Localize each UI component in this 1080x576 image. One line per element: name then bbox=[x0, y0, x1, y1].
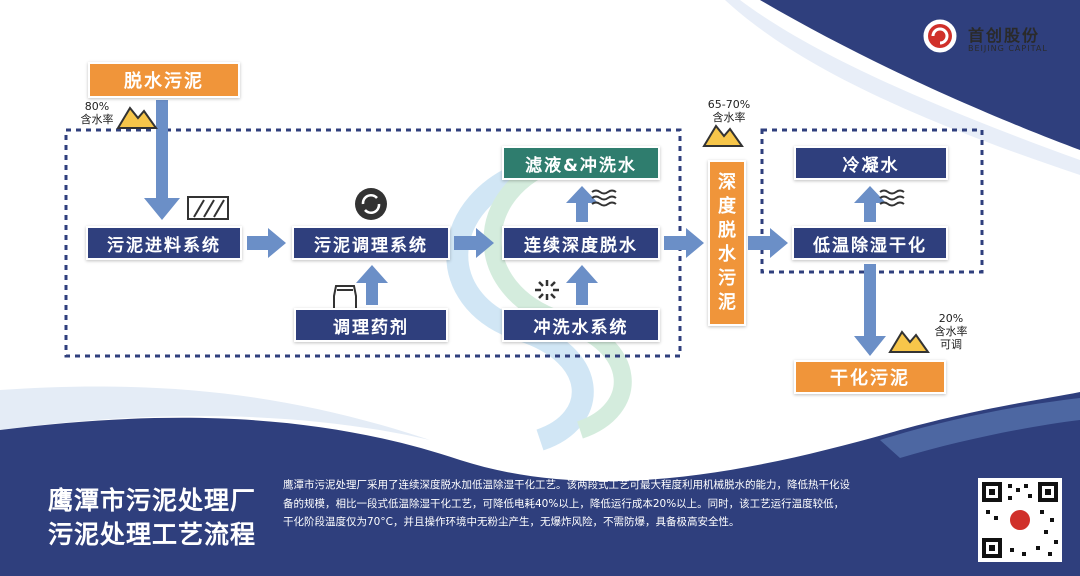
steam-icon bbox=[879, 189, 905, 207]
moisture-label: 含水率 bbox=[712, 111, 746, 124]
deep-dewatered-sludge-char: 深 bbox=[718, 172, 736, 193]
arrow-washwater-up bbox=[566, 265, 598, 305]
top-right-swoosh-light bbox=[725, 0, 1080, 175]
moisture-value: 80% bbox=[84, 100, 110, 113]
arrow-dewatering-to-deep bbox=[664, 228, 704, 258]
arrow-deep-to-drying bbox=[748, 228, 788, 258]
company-name-cn: 首创股份 bbox=[968, 26, 1041, 45]
feed-system-box: 污泥进料系统 bbox=[86, 226, 242, 260]
moisture-label: 含水率 bbox=[934, 325, 968, 338]
continuous-dewatering-box: 连续深度脱水 bbox=[502, 226, 660, 260]
conditioning-system-box: 污泥调理系统 bbox=[292, 226, 450, 260]
arrow-agent-up bbox=[356, 265, 388, 305]
arrow-drying-to-condensate bbox=[854, 186, 886, 222]
footer-description: 鹰潭市污泥处理厂采用了连续深度脱水加低温除湿干化工艺。该两段式工艺可最大程度利用… bbox=[283, 479, 850, 528]
moisture-adjustable: 可调 bbox=[940, 338, 962, 351]
moisture-value: 20% bbox=[938, 312, 964, 325]
footer-band bbox=[0, 392, 1080, 576]
moisture-note-dewatered: 65-70% 含水率 bbox=[700, 98, 758, 124]
fan-icon bbox=[535, 280, 559, 300]
heater-icon bbox=[187, 196, 229, 220]
arrow-drying-to-dried bbox=[854, 264, 886, 356]
deep-dewatered-sludge-box: 深 度 脱 水 污 泥 bbox=[708, 160, 746, 326]
deep-dewatered-sludge-char: 水 bbox=[718, 244, 736, 265]
condensate-box: 冷凝水 bbox=[794, 146, 948, 180]
sludge-input-box: 脱水污泥 bbox=[88, 62, 240, 98]
mountain-icon bbox=[888, 330, 930, 353]
footer-title-line: 鹰潭市污泥处理厂 bbox=[48, 486, 257, 515]
footer-accent bbox=[880, 398, 1080, 458]
moisture-value: 65-70% bbox=[707, 98, 751, 111]
left-swoosh-light bbox=[0, 386, 430, 440]
moisture-note-dried: 20% 含水率 可调 bbox=[928, 312, 974, 351]
deep-dewatered-sludge-char: 污 bbox=[718, 268, 736, 289]
deep-dewatered-sludge-char: 脱 bbox=[718, 220, 736, 241]
logo-icon bbox=[920, 16, 960, 56]
mountain-icon bbox=[116, 106, 158, 129]
mountain-icon bbox=[702, 124, 744, 147]
arrow-conditioning-to-dewatering bbox=[454, 228, 494, 258]
arrow-dewatering-to-filtrate bbox=[566, 186, 598, 222]
arrow-sludge-to-feed bbox=[144, 100, 180, 220]
conditioning-agent-box: 调理药剂 bbox=[294, 308, 448, 342]
arrow-feed-to-conditioning bbox=[247, 228, 286, 258]
footer-title-line: 污泥处理工艺流程 bbox=[48, 520, 257, 549]
moisture-note-input: 80% 含水率 bbox=[74, 100, 120, 126]
qr-code-icon bbox=[978, 478, 1062, 562]
steam-icon bbox=[591, 189, 617, 207]
company-name-en: BEIJING CAPITAL bbox=[968, 44, 1048, 53]
footer-title: 鹰潭市污泥处理厂 污泥处理工艺流程 bbox=[48, 484, 256, 552]
filtrate-wash-box: 滤液&冲洗水 bbox=[502, 146, 660, 180]
conditioning-cycle-icon bbox=[355, 188, 387, 220]
deep-dewatered-sludge-char: 泥 bbox=[718, 292, 736, 313]
low-temp-drying-box: 低温除湿干化 bbox=[792, 226, 948, 260]
flow-arrows bbox=[144, 100, 886, 356]
top-right-swoosh bbox=[760, 0, 1080, 150]
wash-water-system-box: 冲洗水系统 bbox=[502, 308, 660, 342]
dried-sludge-box: 干化污泥 bbox=[794, 360, 946, 394]
moisture-label: 含水率 bbox=[80, 113, 114, 126]
deep-dewatered-sludge-char: 度 bbox=[718, 196, 736, 217]
